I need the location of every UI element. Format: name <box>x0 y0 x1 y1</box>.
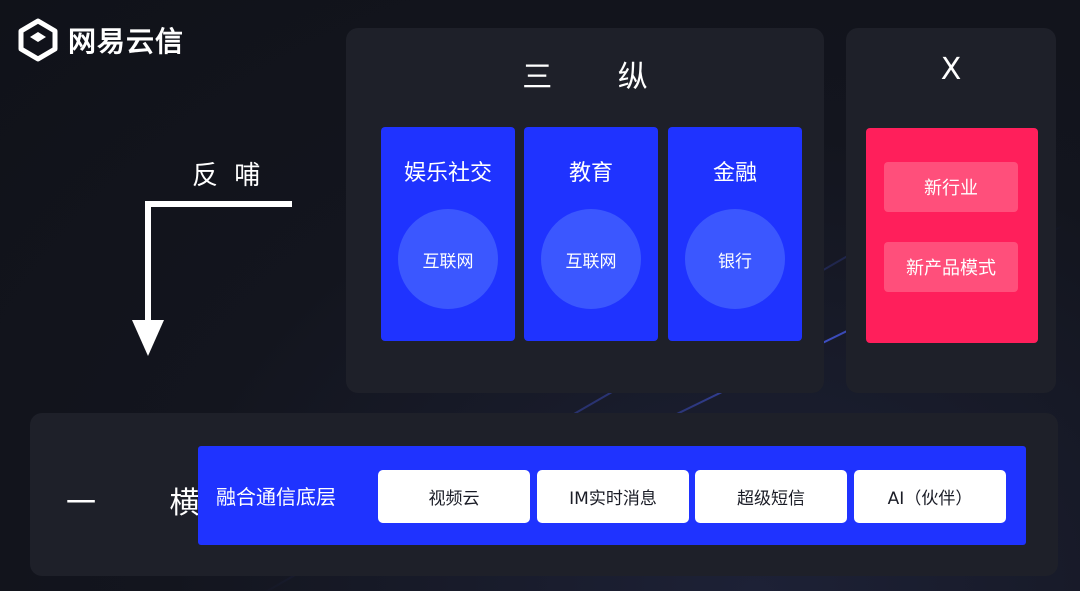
verticals-title: 三 纵 <box>522 60 676 95</box>
horizontal-title: 一 横 <box>66 486 232 521</box>
vertical-card-title: 教育 <box>568 161 613 186</box>
x-chip-new-industry: 新行业 <box>884 162 1018 212</box>
vertical-card-tag: 互联网 <box>541 209 641 309</box>
vertical-card-tag: 互联网 <box>398 209 498 309</box>
base-chip-video-cloud: 视频云 <box>378 470 530 523</box>
x-card: 新行业 新产品模式 <box>866 128 1038 343</box>
base-chip-super-sms: 超级短信 <box>695 470 847 523</box>
vertical-card-finance: 金融 银行 <box>668 127 802 341</box>
communication-base-label: 融合通信底层 <box>216 485 336 509</box>
communication-base-bar: 融合通信底层 视频云 IM实时消息 超级短信 AI（伙伴） <box>198 446 1026 545</box>
vertical-card-entertainment-social: 娱乐社交 互联网 <box>381 127 515 341</box>
brand-logo: 网易云信 <box>16 18 184 62</box>
vertical-card-education: 教育 互联网 <box>524 127 658 341</box>
feedback-label: 反 哺 <box>192 161 265 191</box>
vertical-card-tag: 银行 <box>685 209 785 309</box>
brand-name: 网易云信 <box>68 25 185 58</box>
base-chip-im-messaging: IM实时消息 <box>537 470 689 523</box>
base-chip-ai-partner: AI（伙伴） <box>854 470 1006 523</box>
vertical-card-title: 金融 <box>712 161 757 186</box>
down-left-arrow-icon <box>132 201 292 356</box>
vertical-card-title: 娱乐社交 <box>403 161 492 186</box>
x-title: X <box>940 52 962 87</box>
netease-yunxin-logo-icon <box>18 18 58 62</box>
x-chip-new-product-model: 新产品模式 <box>884 242 1018 292</box>
